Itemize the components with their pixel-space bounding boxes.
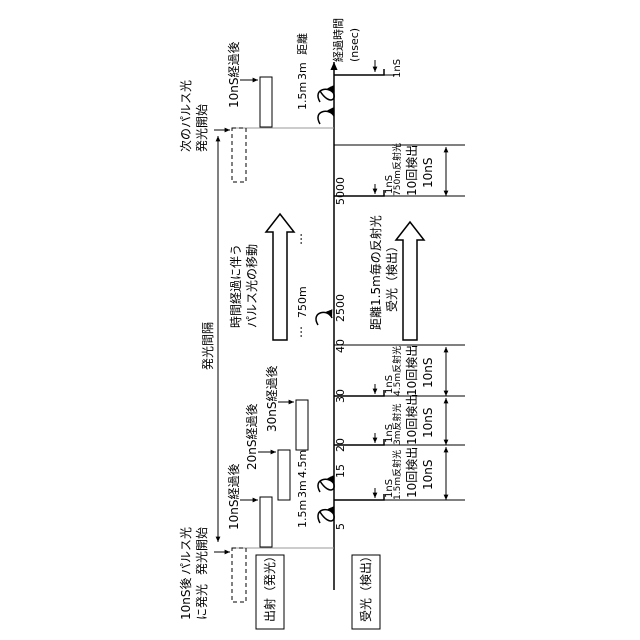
r4-b: 10回検出 (405, 145, 419, 196)
label-emission-interval: 発光間隔 (201, 322, 215, 370)
r2-b: 10回検出 (405, 394, 419, 445)
emission-box-label: 出射（発光） (262, 550, 277, 622)
label-next-emission-start: 発光開始 (195, 104, 209, 152)
label-d-3m-b: 3m (296, 62, 309, 80)
r3-b: 10回検出 (405, 345, 419, 396)
dots-1: … (291, 326, 305, 338)
axis-label-elapsed-time: 経過時間 (332, 18, 345, 62)
r3-a: 4.5m反射光 (391, 346, 403, 396)
r1-c: 10nS (421, 460, 435, 491)
tick-5: 5 (334, 523, 347, 530)
label-d-3m-a: 3m (296, 480, 309, 498)
r4-a: 750m反射光 (391, 143, 403, 196)
label-moving-2: パルス光の移動 (245, 244, 259, 328)
pulse-dashed-2 (232, 128, 246, 182)
r2-a: 3m反射光 (391, 404, 403, 446)
label-d-1-5m-b: 1.5m (296, 82, 309, 110)
label-after-10ns-b: 10nS経過後 (227, 42, 241, 109)
movement-arrow (266, 214, 294, 340)
dots-2: … (291, 233, 305, 245)
pulse-dashed-1 (232, 548, 246, 602)
label-distance: 距離 (295, 33, 309, 55)
tick-40: 40 (334, 339, 347, 353)
label-next-pulse: 次のパルス光 (179, 80, 193, 152)
label-moving-1: 時間経過に伴う (229, 244, 243, 328)
r1-b: 10回検出 (405, 447, 419, 498)
label-refl-2: 受光（検出） (385, 240, 399, 312)
pulse-box-20ns (278, 450, 290, 500)
label-d-1-5m-a: 1.5m (296, 500, 309, 528)
ns-label-5: 1nS (392, 59, 403, 78)
tick-15: 15 (334, 464, 347, 478)
r1-a: 1.5m反射光 (391, 450, 403, 500)
pulse-box-next-10ns (260, 77, 272, 127)
r2-c: 10nS (421, 408, 435, 439)
r4-c: 10nS (421, 158, 435, 189)
label-emit-after-10ns: 10nS後 (179, 578, 193, 621)
label-d-4-5m: 4.5m (296, 450, 309, 478)
reception-box-label: 受光（検出） (359, 550, 373, 622)
reflection-loops (316, 87, 334, 523)
label-emit-at: に発光 (195, 584, 209, 620)
label-refl-1: 距離1.5m毎の反射光 (368, 215, 383, 330)
pulse-box-10ns (260, 497, 272, 547)
reflection-arrow (396, 222, 424, 340)
tick-2500: 2500 (334, 294, 347, 322)
label-after-20ns: 20nS経過後 (245, 404, 259, 471)
label-d-750m: 750m (296, 286, 309, 318)
label-after-10ns-a: 10nS経過後 (227, 464, 241, 531)
label-pulse-light: パルス光 (179, 527, 193, 575)
label-after-30ns: 30nS経過後 (265, 366, 279, 433)
axis-label-nsec: (nsec) (348, 28, 361, 62)
label-emission-start: 発光開始 (195, 527, 209, 575)
tick-5000: 5000 (334, 177, 347, 205)
r3-c: 10nS (421, 358, 435, 389)
pulse-box-30ns (296, 400, 308, 450)
